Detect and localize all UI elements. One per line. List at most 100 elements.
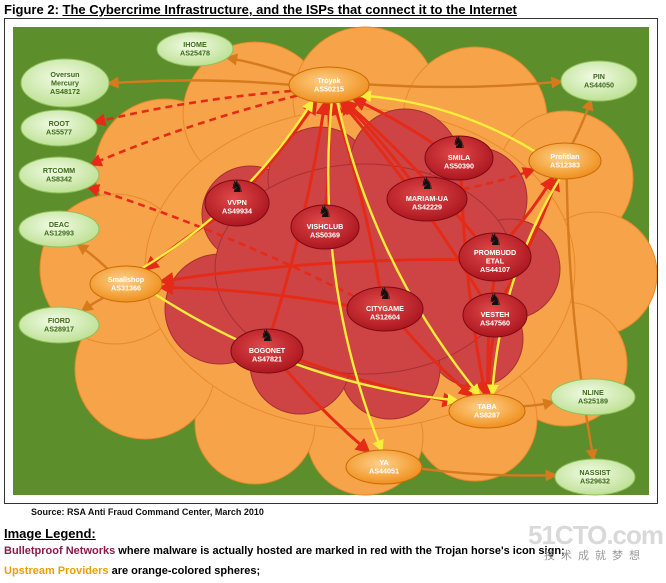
node-vvpn-sphere xyxy=(204,179,270,227)
node-root-as: AS5577 xyxy=(46,128,72,137)
legend-upstream-key: Upstream Providers xyxy=(4,565,109,577)
node-citygame-sphere xyxy=(346,286,424,332)
arrow-citygame-to-troyak xyxy=(330,100,382,288)
node-pin-sphere xyxy=(560,60,638,102)
watermark-logo: 51CTO.com xyxy=(528,520,664,550)
watermark-slogan: 技术成就梦想 xyxy=(544,550,646,562)
arrow-ya-to-nassist xyxy=(421,467,558,482)
legend-bulletproof-text: where malware is actually hosted are mar… xyxy=(115,545,565,557)
node-smila-as: AS50390 xyxy=(444,162,474,171)
source-caption: Source: RSA Anti Fraud Command Center, M… xyxy=(31,507,264,517)
arrow-troyak-to-pin xyxy=(368,76,564,89)
node-fiord-name: FIORD xyxy=(48,316,70,325)
trojan-horse-icon: ♞ xyxy=(260,328,274,345)
node-pin-name: PIN xyxy=(593,72,605,81)
arrow-citygame-to-smallshop xyxy=(158,280,348,307)
arrow-bogonet-to-ya xyxy=(284,368,371,454)
node-oversun-name: Mercury xyxy=(51,78,79,87)
node-profitlan-name: Profitlan xyxy=(550,152,579,161)
node-profitlan-as: AS12383 xyxy=(550,161,580,170)
legend-upstream: Upstream Providers are orange-colored sp… xyxy=(4,565,260,577)
node-vvpn-name: VVPN xyxy=(227,198,247,207)
arrow-profitlan-to-nassist xyxy=(565,178,598,462)
trojan-horse-icon: ♞ xyxy=(488,292,502,309)
arrow-mariam-to-profitlan xyxy=(462,167,536,191)
node-bogonet-as: AS47821 xyxy=(252,355,282,364)
network-nodes: IHOMEAS25478OversunMercuryAS48172ROOTAS5… xyxy=(18,31,638,496)
node-oversun-name: Oversun xyxy=(50,70,79,79)
figure-title-text: The Cybercrime Infrastructure, and the I… xyxy=(62,2,517,17)
node-vishclub-sphere xyxy=(290,204,360,250)
trojan-horse-icon: ♞ xyxy=(420,176,434,193)
node-root-name: ROOT xyxy=(49,119,70,128)
arrow-smallshop-to-fiord xyxy=(80,296,104,312)
legend-bulletproof-key: Bulletproof Networks xyxy=(4,545,116,557)
trojan-horse-icon: ♞ xyxy=(230,179,244,196)
node-taba-sphere xyxy=(448,393,526,429)
trojan-horse-icon: ♞ xyxy=(378,286,392,303)
node-fiord-sphere xyxy=(18,306,100,344)
arrow-troyak-to-ya xyxy=(327,102,384,453)
node-deac-as: AS12993 xyxy=(44,229,74,238)
arrow-prombudd-to-troyak xyxy=(342,99,477,238)
node-vesteh-as: AS47560 xyxy=(480,319,510,328)
node-nline-sphere xyxy=(550,378,636,416)
node-rtcomm-as: AS8342 xyxy=(46,175,72,184)
node-nassist-name: NASSIST xyxy=(579,468,611,477)
node-prombudd-sphere xyxy=(458,232,532,282)
arrow-smallshop-to-taba xyxy=(154,293,460,406)
node-ihome-sphere xyxy=(156,31,234,67)
node-nline-name: NLINE xyxy=(582,388,604,397)
node-vvpn-as: AS49934 xyxy=(222,207,252,216)
node-vesteh-sphere xyxy=(462,292,528,338)
node-troyak-as: AS50215 xyxy=(314,85,344,94)
legend-heading: Image Legend: xyxy=(4,526,96,541)
node-troyak-sphere xyxy=(288,66,370,104)
node-mariam-name: MARIAM-UA xyxy=(406,194,448,203)
arrow-profitlan-to-troyak xyxy=(359,90,536,153)
node-vishclub-name: VISHCLUB xyxy=(307,222,344,231)
node-deac-sphere xyxy=(18,210,100,248)
node-ya-name: YA xyxy=(379,458,388,467)
node-pin-as: AS44050 xyxy=(584,81,614,90)
arrow-citygame-to-rtcomm xyxy=(86,184,355,298)
node-bogonet-name: BOGONET xyxy=(249,346,286,355)
node-bogonet-sphere xyxy=(230,328,304,374)
arrow-profitlan-to-taba xyxy=(486,178,561,397)
connection-arrows xyxy=(76,53,598,482)
arrow-smallshop-to-deac xyxy=(76,243,109,270)
node-oversun-sphere xyxy=(20,58,110,108)
node-prombudd-name: ETAL xyxy=(486,256,505,265)
node-deac-name: DEAC xyxy=(49,220,69,229)
figure-title: Figure 2: The Cybercrime Infrastructure,… xyxy=(4,2,517,17)
node-ihome-as: AS25478 xyxy=(180,49,210,58)
node-smila-sphere xyxy=(424,135,494,181)
node-taba-as: AS8287 xyxy=(474,411,500,420)
node-vishclub-as: AS50369 xyxy=(310,231,340,240)
node-smila-name: SMILA xyxy=(448,153,470,162)
arrow-prombudd-to-smallshop xyxy=(158,258,460,287)
node-mariam-sphere xyxy=(386,176,468,222)
arrow-troyak-to-oversun xyxy=(106,76,290,89)
arrow-smila-to-troyak xyxy=(351,97,435,145)
node-citygame-as: AS12604 xyxy=(370,313,400,322)
legend-upstream-text: are orange-colored spheres; xyxy=(108,565,261,577)
